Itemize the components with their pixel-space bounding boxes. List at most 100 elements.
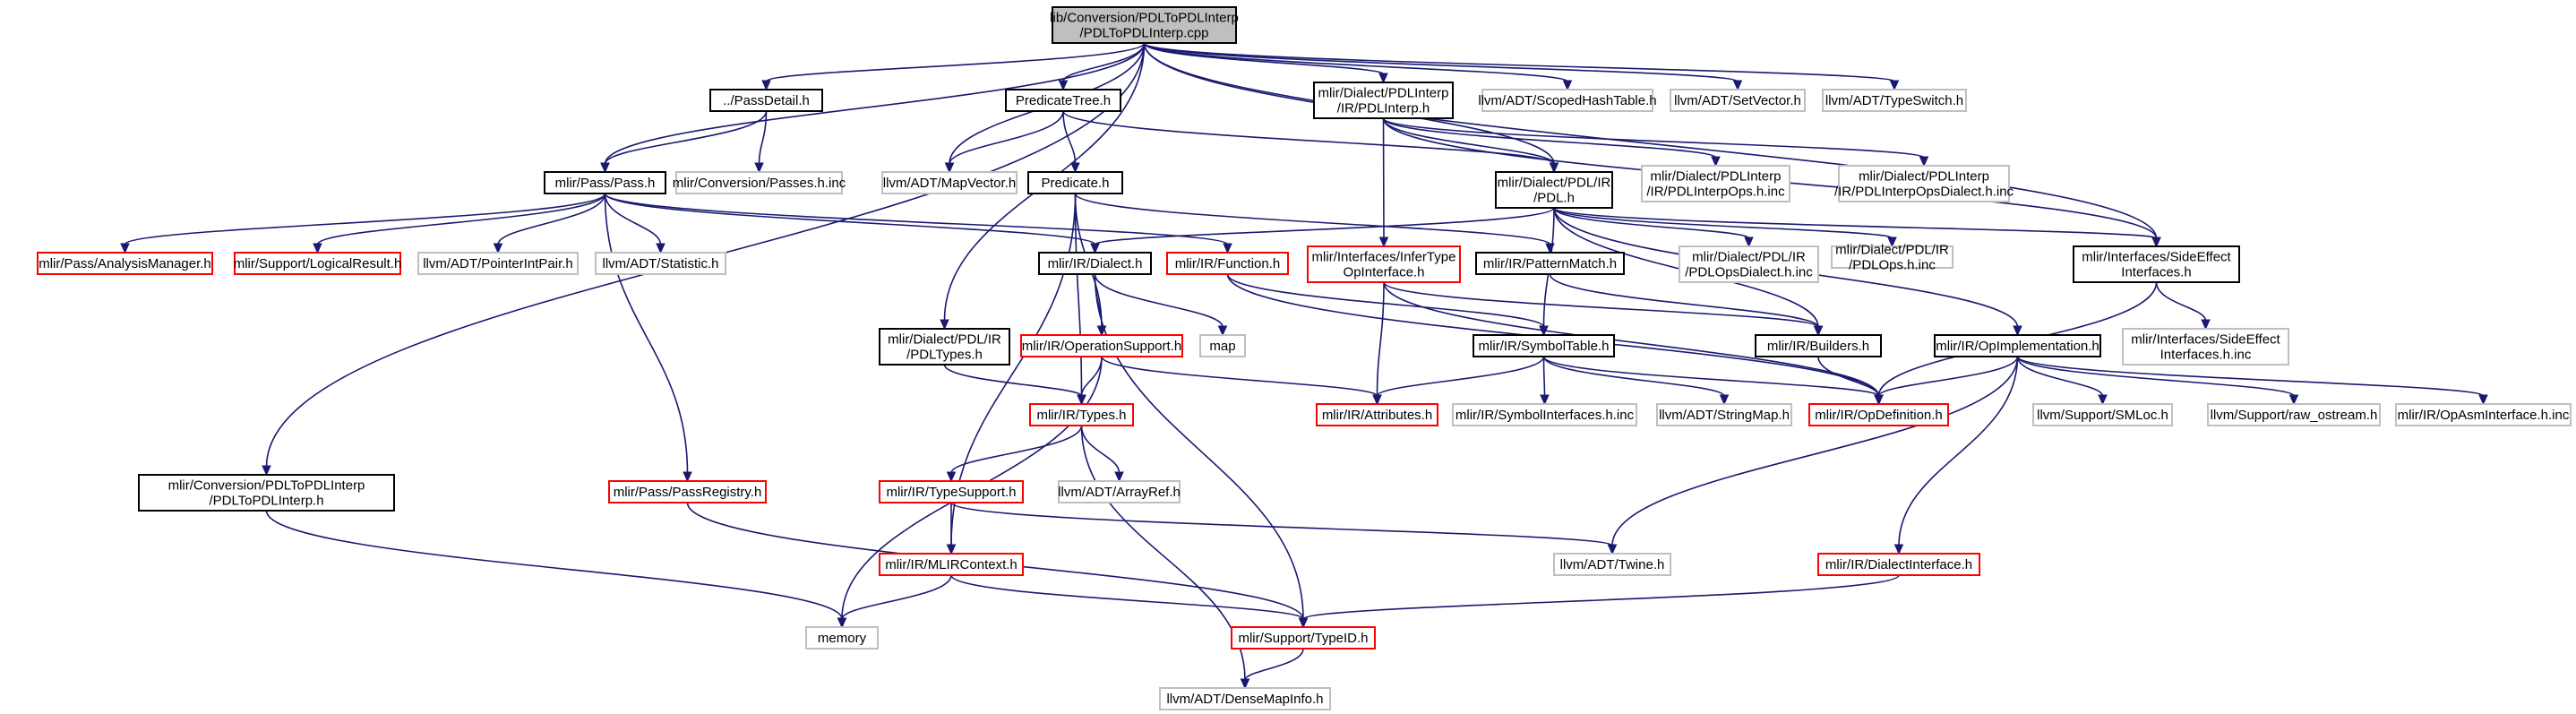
node-predicate[interactable]: Predicate.h — [1027, 171, 1123, 194]
edge-line — [1382, 117, 1717, 159]
node-passdetail[interactable]: ../PassDetail.h — [709, 89, 823, 112]
node-label: /PDLOpsDialect.h.inc — [1685, 265, 1813, 280]
edge-pdlinterp-to-infertype — [1378, 117, 1389, 248]
node-dialect[interactable]: mlir/IR/Dialect.h — [1038, 252, 1152, 275]
node-box — [2073, 245, 2240, 283]
node-interpopsinc[interactable]: mlir/Dialect/PDLInterp/IR/PDLInterpOps.h… — [1641, 165, 1790, 202]
edge-line — [1143, 42, 1895, 82]
edge-pass-to-analysis — [120, 193, 606, 254]
node-types[interactable]: mlir/IR/Types.h — [1029, 403, 1134, 426]
edge-predtree-to-mapvector — [944, 110, 1064, 174]
node-map[interactable]: map — [1199, 334, 1246, 357]
edge-pdlinterp-to-interpopsinc — [1382, 117, 1721, 168]
edge-arrowhead — [656, 243, 665, 254]
node-label: ../PassDetail.h — [723, 93, 810, 108]
edge-arrowhead — [1240, 678, 1250, 690]
edge-root-to-pdlinterp — [1143, 42, 1388, 84]
node-opimpl[interactable]: mlir/IR/OpImplementation.h — [1934, 334, 2101, 357]
node-setvector[interactable]: llvm/ADT/SetVector.h — [1670, 89, 1806, 112]
node-scopedhash[interactable]: llvm/ADT/ScopedHashTable.h — [1478, 89, 1657, 112]
node-predtree[interactable]: PredicateTree.h — [1005, 89, 1121, 112]
node-pointerint[interactable]: llvm/ADT/PointerIntPair.h — [417, 252, 579, 275]
node-interpopsdialectinc[interactable]: mlir/Dialect/PDLInterp/IR/PDLInterpOpsDi… — [1834, 165, 2014, 202]
edge-arrowhead — [1719, 394, 1730, 406]
node-convpdl[interactable]: mlir/Conversion/PDLToPDLInterp/PDLToPDLI… — [138, 474, 395, 512]
edge-line — [1143, 42, 1739, 82]
node-box — [544, 171, 666, 194]
edge-pass-to-passregistry — [604, 193, 692, 483]
node-twine[interactable]: llvm/ADT/Twine.h — [1553, 553, 1671, 576]
node-box — [2207, 403, 2381, 426]
node-memory[interactable]: memory — [805, 626, 879, 649]
edge-line — [604, 193, 689, 474]
edge-line — [2016, 356, 2104, 397]
node-mapvector[interactable]: llvm/ADT/MapVector.h — [881, 171, 1018, 194]
node-pdltypes[interactable]: mlir/Dialect/PDL/IR/PDLTypes.h — [879, 328, 1010, 366]
node-box — [1822, 89, 1967, 112]
node-label: mlir/IR/Types.h — [1036, 408, 1126, 423]
node-passesinc[interactable]: mlir/Conversion/Passes.h.inc — [673, 171, 846, 194]
edge-line — [765, 42, 1146, 82]
node-pass[interactable]: mlir/Pass/Pass.h — [544, 171, 666, 194]
node-typeswitch[interactable]: llvm/ADT/TypeSwitch.h — [1822, 89, 1967, 112]
node-box — [2032, 403, 2173, 426]
edge-line — [2016, 356, 2485, 397]
node-logical[interactable]: mlir/Support/LogicalResult.h — [234, 252, 402, 275]
edge-arrowhead — [1919, 156, 1929, 168]
node-dialectiface[interactable]: mlir/IR/DialectInterface.h — [1817, 553, 1980, 576]
node-stringmap[interactable]: llvm/ADT/StringMap.h — [1656, 403, 1792, 426]
node-label: /IR/PDLInterp.h — [1337, 101, 1430, 116]
node-box — [2122, 328, 2289, 366]
edge-arrowhead — [120, 243, 130, 254]
node-smloc[interactable]: llvm/Support/SMLoc.h — [2032, 403, 2173, 426]
node-densemapinfo[interactable]: llvm/ADT/DenseMapInfo.h — [1159, 687, 1331, 710]
node-opdef[interactable]: mlir/IR/OpDefinition.h — [1808, 403, 1949, 426]
node-root[interactable]: lib/Conversion/PDLToPDLInterp/PDLToPDLIn… — [1050, 6, 1239, 44]
edge-arrowhead — [1711, 156, 1721, 168]
edge-line — [1611, 356, 2019, 546]
node-label: mlir/IR/SymbolTable.h — [1479, 339, 1610, 354]
node-label: mlir/IR/Builders.h — [1767, 339, 1869, 354]
node-label: mlir/Pass/Pass.h — [555, 176, 656, 191]
node-opsupport[interactable]: mlir/IR/OperationSupport.h — [1020, 334, 1183, 357]
node-typesupport[interactable]: mlir/IR/TypeSupport.h — [879, 480, 1024, 503]
node-sideeffectinc[interactable]: mlir/Interfaces/SideEffectInterfaces.h.i… — [2122, 328, 2289, 366]
node-statistic[interactable]: llvm/ADT/Statistic.h — [595, 252, 726, 275]
edge-arrowhead — [1378, 237, 1389, 248]
node-pdlinterp[interactable]: mlir/Dialect/PDLInterp/IR/PDLInterp.h — [1313, 82, 1454, 119]
node-pdlh[interactable]: mlir/Dialect/PDL/IR/PDL.h — [1495, 171, 1613, 209]
edge-line — [950, 425, 1083, 474]
node-passregistry[interactable]: mlir/Pass/PassRegistry.h — [608, 480, 767, 503]
node-arrayref[interactable]: llvm/ADT/ArrayRef.h — [1058, 480, 1181, 503]
node-typeid[interactable]: mlir/Support/TypeID.h — [1231, 626, 1376, 649]
node-pdlopsinc[interactable]: mlir/Dialect/PDL/IR/PDLOps.h.inc — [1831, 243, 1953, 273]
edge-line — [604, 193, 662, 245]
node-opasminc[interactable]: mlir/IR/OpAsmInterface.h.inc — [2395, 403, 2572, 426]
edge-arrowhead — [2098, 394, 2108, 406]
edge-opimpl-to-rawostream — [2016, 356, 2299, 406]
node-rawostream[interactable]: llvm/Support/raw_ostream.h — [2207, 403, 2381, 426]
node-label: mlir/Interfaces/SideEffect — [2082, 250, 2231, 265]
edge-root-to-typeswitch — [1143, 42, 1900, 91]
node-patternmatch[interactable]: mlir/IR/PatternMatch.h — [1475, 252, 1625, 275]
node-analysis[interactable]: mlir/Pass/AnalysisManager.h — [37, 252, 213, 275]
nodes-layer: lib/Conversion/PDLToPDLInterp/PDLToPDLIn… — [37, 6, 2572, 710]
edge-root-to-setvector — [1143, 42, 1743, 91]
edge-pdlh-to-sideeffect — [1553, 207, 2161, 248]
node-builders[interactable]: mlir/IR/Builders.h — [1755, 334, 1882, 357]
node-label: map — [1209, 339, 1235, 354]
edge-line — [1143, 42, 2158, 239]
edge-arrowhead — [2151, 237, 2161, 248]
node-symboltable[interactable]: mlir/IR/SymbolTable.h — [1473, 334, 1615, 357]
node-mlircontext[interactable]: mlir/IR/MLIRContext.h — [879, 553, 1024, 576]
edge-line — [1376, 356, 1545, 397]
edge-root-to-predtree — [1058, 42, 1146, 91]
edge-pdlinterp-to-interpopsdialectinc — [1382, 117, 1929, 168]
node-pdlopsdialectinc[interactable]: mlir/Dialect/PDL/IR/PDLOpsDialect.h.inc — [1679, 245, 1819, 283]
node-box — [709, 89, 823, 112]
node-attributes[interactable]: mlir/IR/Attributes.h — [1316, 403, 1438, 426]
node-function[interactable]: mlir/IR/Function.h — [1166, 252, 1289, 275]
node-symbolinc[interactable]: mlir/IR/SymbolInterfaces.h.inc — [1452, 403, 1637, 426]
